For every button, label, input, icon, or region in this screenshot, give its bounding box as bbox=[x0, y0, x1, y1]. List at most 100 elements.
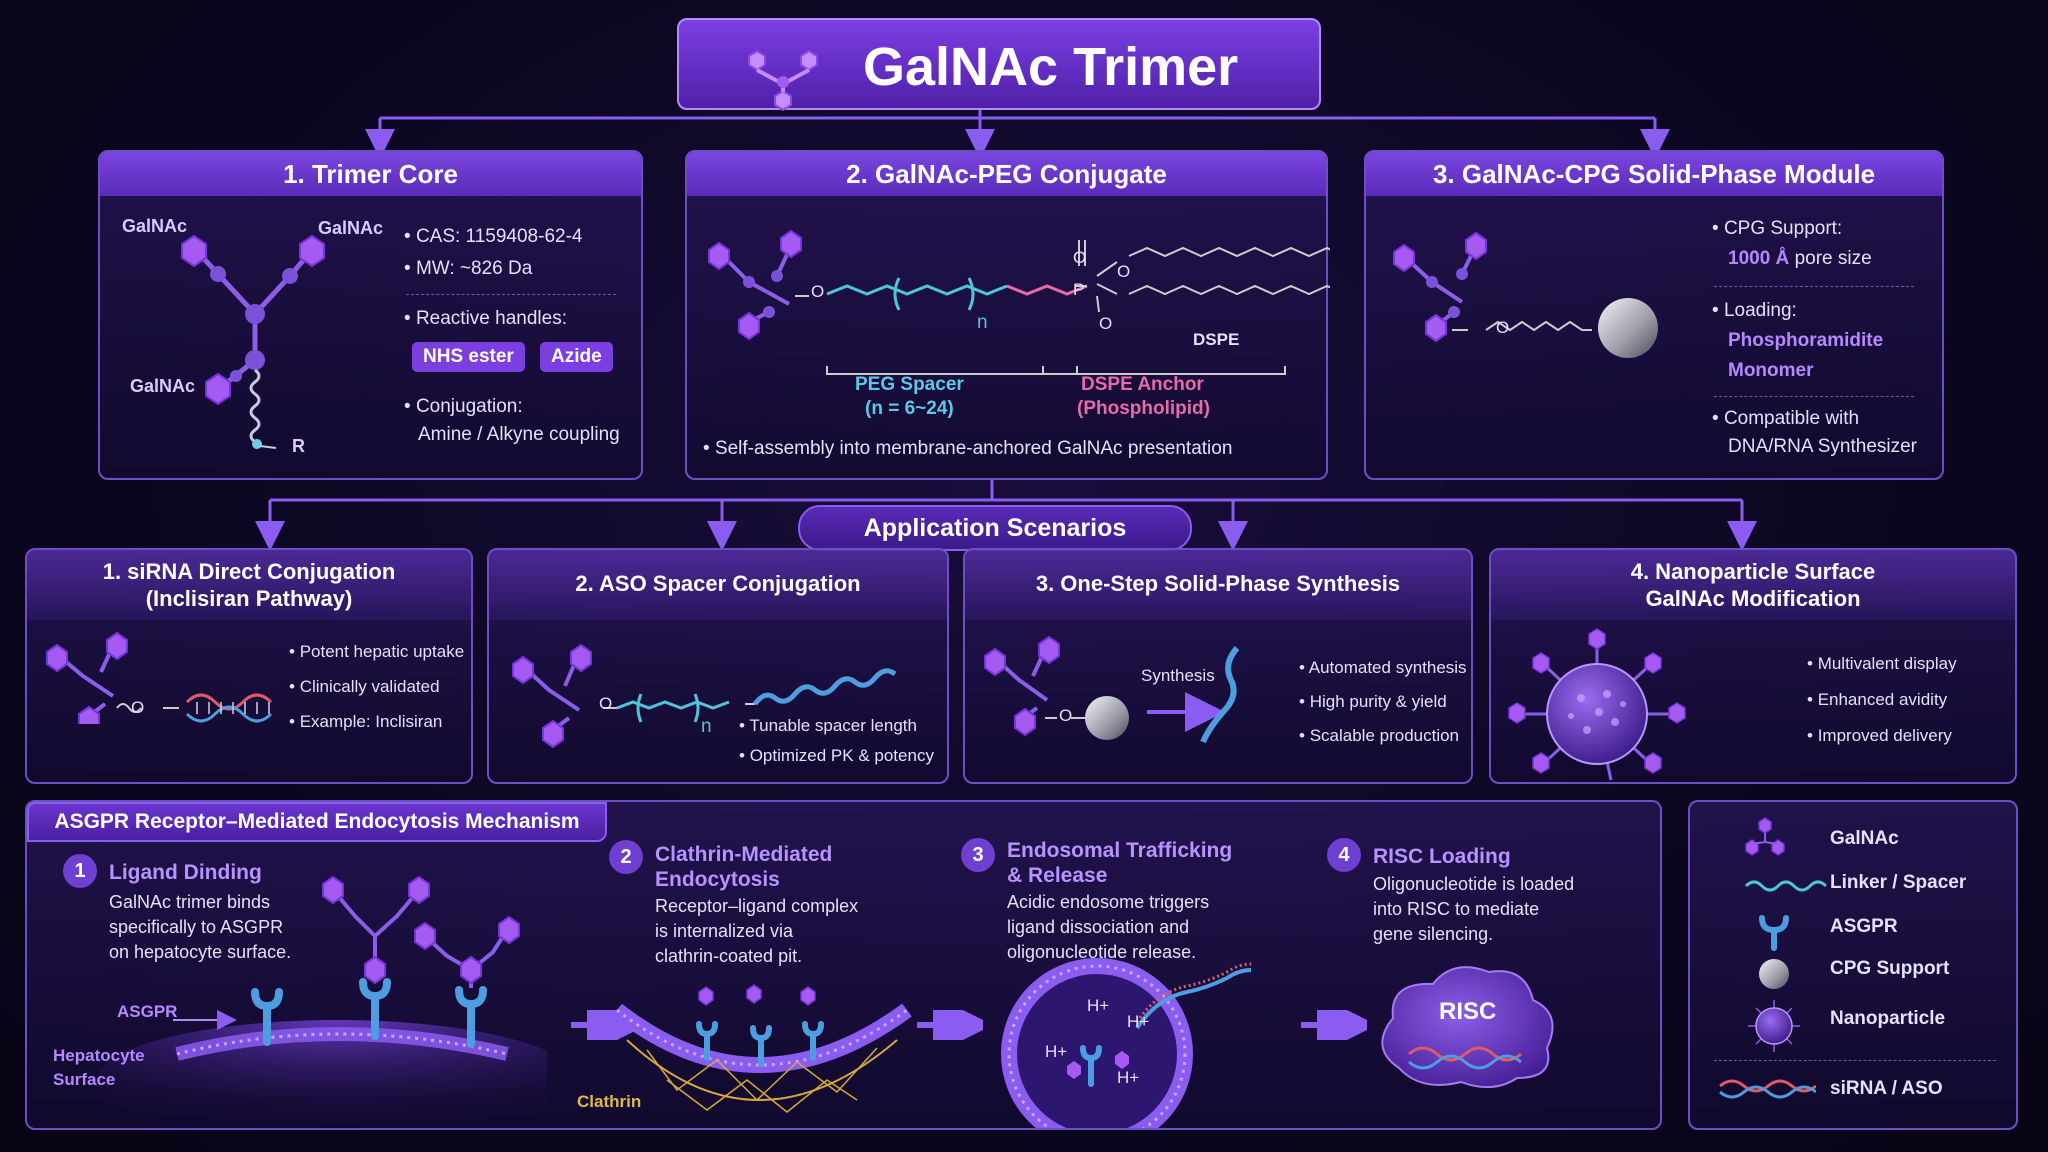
bullet: • Example: Inclisiran bbox=[289, 712, 443, 731]
hplus-label: H+ bbox=[1087, 996, 1110, 1015]
bullet: • Improved delivery bbox=[1807, 726, 1952, 745]
app-card-aso: 2. ASO Spacer Conjugation O n • Tunable … bbox=[487, 548, 949, 784]
ligand-binding-figure bbox=[97, 875, 547, 1130]
bullet: • Multivalent display bbox=[1807, 654, 1957, 673]
hepatocyte-surface-label: Hepatocyte bbox=[53, 1046, 145, 1065]
app-card-sirna: 1. siRNA Direct Conjugation(Inclisiran P… bbox=[25, 548, 473, 784]
loading-label: • Loading: bbox=[1712, 300, 1797, 321]
step-number: 4 bbox=[1327, 838, 1361, 872]
galnac-label: GalNAc bbox=[318, 218, 384, 238]
bullet: • Automated synthesis bbox=[1299, 658, 1467, 677]
module-header: 1. Trimer Core bbox=[100, 152, 641, 196]
handle-nhs-ester: NHS ester bbox=[412, 342, 525, 372]
asgpr-label: ASGPR bbox=[117, 1002, 178, 1021]
bullet: • Clinically validated bbox=[289, 677, 440, 696]
legend-label: Linker / Spacer bbox=[1830, 872, 1967, 893]
bullet: • Tunable spacer length bbox=[739, 716, 917, 735]
chem-o: O bbox=[131, 698, 145, 717]
conjugation-value: Amine / Alkyne coupling bbox=[418, 424, 620, 445]
handle-azide: Azide bbox=[540, 342, 613, 372]
dspe-anchor-label: DSPE Anchor bbox=[1081, 374, 1204, 395]
bullet: • Potent hepatic uptake bbox=[289, 642, 465, 661]
legend-label: ASGPR bbox=[1830, 916, 1898, 937]
step-number: 1 bbox=[63, 854, 97, 888]
galnac-trimer-icon bbox=[748, 49, 818, 112]
hepatocyte-surface-label-2: Surface bbox=[53, 1070, 116, 1089]
chem-o: O bbox=[1117, 262, 1131, 281]
page-title: GalNAc Trimer bbox=[863, 37, 1239, 97]
dspe-label: DSPE bbox=[1193, 330, 1240, 349]
chem-o: O bbox=[599, 694, 613, 713]
clathrin-pit-figure bbox=[612, 984, 912, 1113]
app-card-title: 1. siRNA Direct Conjugation(Inclisiran P… bbox=[27, 550, 471, 620]
sirna-conjugate-figure bbox=[46, 631, 273, 724]
peg-conjugate-structure bbox=[708, 229, 1330, 375]
hplus-label: H+ bbox=[1127, 1012, 1150, 1031]
chem-o: O bbox=[1073, 248, 1087, 267]
conjugation-label: • Conjugation: bbox=[404, 396, 523, 417]
molecular-weight: • MW: ~826 Da bbox=[404, 258, 533, 279]
step-number: 3 bbox=[961, 838, 995, 872]
step-title: RISC Loading bbox=[1373, 845, 1511, 868]
galnac-icon bbox=[1745, 817, 1785, 856]
chem-n: n bbox=[701, 716, 712, 737]
nanoparticle-icon bbox=[1748, 1000, 1800, 1052]
legend-label: Nanoparticle bbox=[1830, 1008, 1946, 1029]
step-arrow bbox=[571, 1010, 637, 1040]
bullet: • Enhanced avidity bbox=[1807, 690, 1948, 709]
self-assembly-note: • Self-assembly into membrane-anchored G… bbox=[703, 438, 1233, 459]
aso-spacer-figure bbox=[512, 643, 897, 748]
chem-n: n bbox=[977, 312, 988, 333]
step-title: Ligand Dinding bbox=[109, 861, 262, 884]
loading-value-2: Monomer bbox=[1728, 360, 1814, 381]
chem-o: O bbox=[1059, 706, 1073, 725]
pore-size: 1000 Å pore size bbox=[1728, 248, 1872, 269]
step-number: 2 bbox=[609, 840, 643, 874]
divider bbox=[1714, 396, 1914, 397]
risc-figure bbox=[1381, 966, 1554, 1089]
chem-p: P bbox=[1073, 280, 1085, 299]
app-card-solid-phase: 3. One-Step Solid-Phase Synthesis O Synt… bbox=[963, 548, 1473, 784]
legend-label: CPG Support bbox=[1830, 958, 1950, 979]
reactive-handles-label: • Reactive handles: bbox=[404, 308, 567, 329]
step-arrow bbox=[917, 1010, 983, 1040]
peg-spacer-range: (n = 6~24) bbox=[865, 398, 954, 419]
cpg-icon bbox=[1759, 959, 1789, 989]
risc-label: RISC bbox=[1439, 998, 1497, 1025]
cpg-module-structure bbox=[1393, 231, 1658, 358]
mechanism-panel: ASGPR Receptor–Mediated Endocytosis Mech… bbox=[25, 800, 1662, 1130]
legend-panel: GalNAc Linker / Spacer ASGPR CPG Support… bbox=[1688, 800, 2018, 1130]
galnac-label: GalNAc bbox=[122, 216, 188, 236]
r-group-label: R bbox=[292, 436, 305, 456]
divider bbox=[406, 294, 616, 295]
module-galnac-peg: 2. GalNAc-PEG Conjugate O n P O O O DSPE… bbox=[685, 150, 1330, 480]
galnac-label: GalNAc bbox=[130, 376, 196, 396]
bullet: • Scalable production bbox=[1299, 726, 1460, 745]
app-card-title: 2. ASO Spacer Conjugation bbox=[489, 550, 947, 620]
linker-icon bbox=[1744, 880, 1828, 892]
application-scenarios-label: Application Scenarios bbox=[798, 505, 1192, 551]
step-title: Endosomal Trafficking& Release bbox=[1007, 839, 1233, 887]
divider bbox=[1714, 1060, 1996, 1061]
module-header: 3. GalNAc-CPG Solid-Phase Module bbox=[1366, 152, 1942, 196]
asgpr-icon bbox=[1759, 915, 1789, 951]
divider bbox=[1714, 286, 1914, 287]
step-arrow bbox=[1301, 1010, 1367, 1040]
chem-o: O bbox=[1099, 314, 1113, 333]
chem-o: O bbox=[811, 282, 825, 301]
module-galnac-cpg: 3. GalNAc-CPG Solid-Phase Module O • CPG… bbox=[1364, 150, 1944, 480]
cas-number: • CAS: 1159408-62-4 bbox=[404, 226, 583, 247]
peg-spacer-label: PEG Spacer bbox=[855, 374, 964, 395]
compatibility-value: DNA/RNA Synthesizer bbox=[1728, 436, 1918, 457]
sirna-icon bbox=[1719, 1079, 1816, 1099]
trimer-structure bbox=[181, 234, 325, 449]
loading-value: Phosphoramidite bbox=[1728, 330, 1884, 351]
nanoparticle-figure bbox=[1508, 628, 1686, 781]
chem-o: O bbox=[1496, 318, 1510, 337]
hplus-label: H+ bbox=[1117, 1068, 1140, 1087]
dspe-anchor-sub: (Phospholipid) bbox=[1077, 398, 1210, 419]
